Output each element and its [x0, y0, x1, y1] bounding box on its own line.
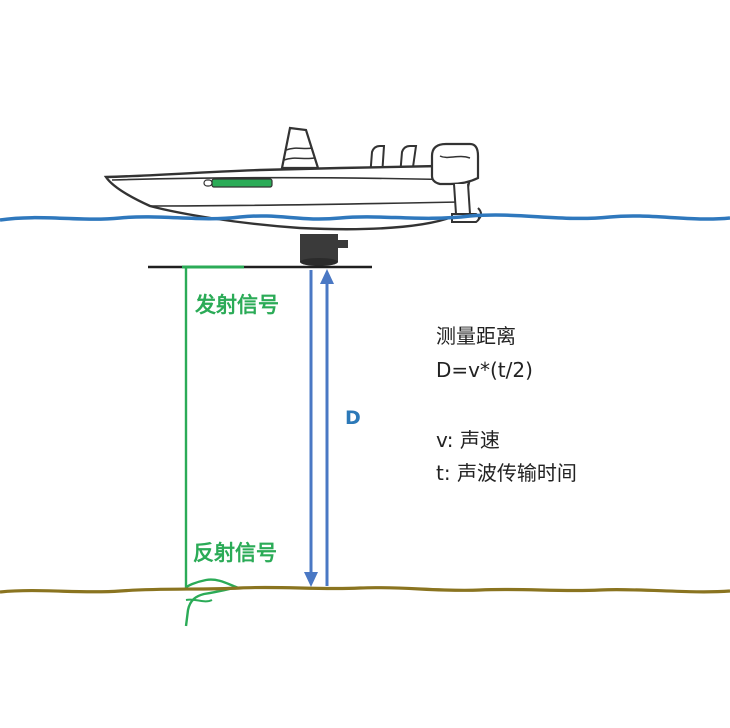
transmit-signal-label: 发射信号	[195, 293, 279, 317]
distance-arrow	[304, 269, 334, 587]
seabed-line	[0, 585, 730, 594]
time-definition: t: 声波传输时间	[436, 461, 577, 485]
water-surface-line	[0, 213, 730, 222]
distance-label: D	[345, 407, 361, 429]
formula-title: 测量距离	[436, 324, 516, 348]
signal-trace	[184, 268, 240, 627]
formula-equation: D=v*(t/2)	[436, 358, 533, 382]
velocity-definition: v: 声速	[436, 428, 500, 452]
boat-illustration	[103, 126, 482, 266]
reflect-signal-label: 反射信号	[193, 541, 277, 565]
reflect-echo-curve	[185, 598, 213, 603]
